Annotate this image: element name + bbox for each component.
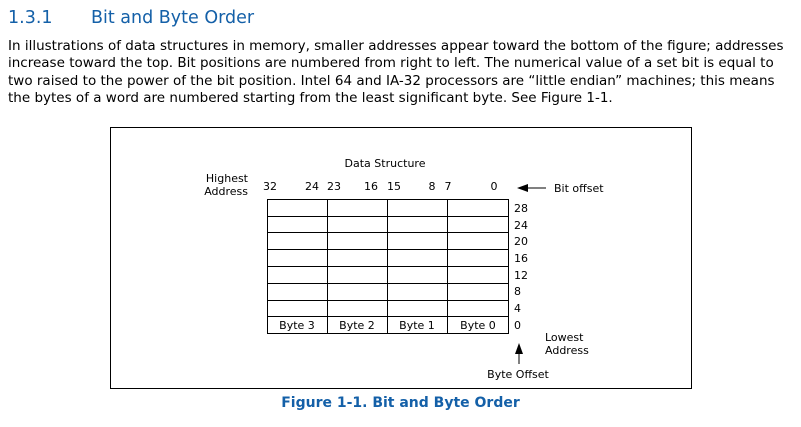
row-offset-label: 0 xyxy=(514,319,521,332)
bit-position-label: 0 xyxy=(491,180,498,193)
highest-address-label: Address xyxy=(204,185,248,198)
row-offset-label: 16 xyxy=(514,252,528,265)
byte-label: Byte 1 xyxy=(399,319,435,332)
paragraph-line: two raised to the power of the bit posit… xyxy=(8,72,775,89)
lowest-address-label: Address xyxy=(545,344,589,357)
section-heading: Bit and Byte Order xyxy=(91,8,255,28)
bit-position-label: 7 xyxy=(445,180,452,193)
bit-position-label: 15 xyxy=(387,180,401,193)
lowest-address-label: Lowest xyxy=(545,331,584,344)
figure-frame xyxy=(110,127,692,389)
paragraph-line: the bytes of a word are numbered startin… xyxy=(8,89,613,106)
row-offset-label: 4 xyxy=(514,302,521,315)
section-number: 1.3.1 xyxy=(8,8,53,28)
row-offset-label: 24 xyxy=(514,219,528,232)
bit-offset-label: Bit offset xyxy=(554,182,604,195)
paragraph-line: increase toward the top. Bit positions a… xyxy=(8,55,774,72)
body-paragraph: In illustrations of data structures in m… xyxy=(8,38,794,107)
row-offset-label: 20 xyxy=(514,235,528,248)
bit-position-label: 16 xyxy=(364,180,378,193)
row-offset-label: 28 xyxy=(514,202,528,215)
byte-offset-label: Byte Offset xyxy=(487,368,549,381)
highest-address-label: Highest xyxy=(206,172,249,185)
arrow-up-icon xyxy=(515,343,523,354)
bit-position-label: 24 xyxy=(305,180,319,193)
paragraph-line: In illustrations of data structures in m… xyxy=(8,38,784,54)
diagram-title: Data Structure xyxy=(345,157,426,170)
byte-label: Byte 2 xyxy=(339,319,375,332)
byte-label: Byte 3 xyxy=(279,319,315,332)
row-offset-label: 8 xyxy=(514,285,521,298)
bit-position-label: 32 xyxy=(263,180,277,193)
bit-position-label: 8 xyxy=(429,180,436,193)
bit-position-label: 23 xyxy=(327,180,341,193)
byte-label: Byte 0 xyxy=(460,319,496,332)
row-offset-label: 12 xyxy=(514,269,528,282)
arrow-head-icon xyxy=(517,184,528,192)
figure-caption: Figure 1-1. Bit and Byte Order xyxy=(281,395,520,411)
memory-grid xyxy=(267,199,509,334)
